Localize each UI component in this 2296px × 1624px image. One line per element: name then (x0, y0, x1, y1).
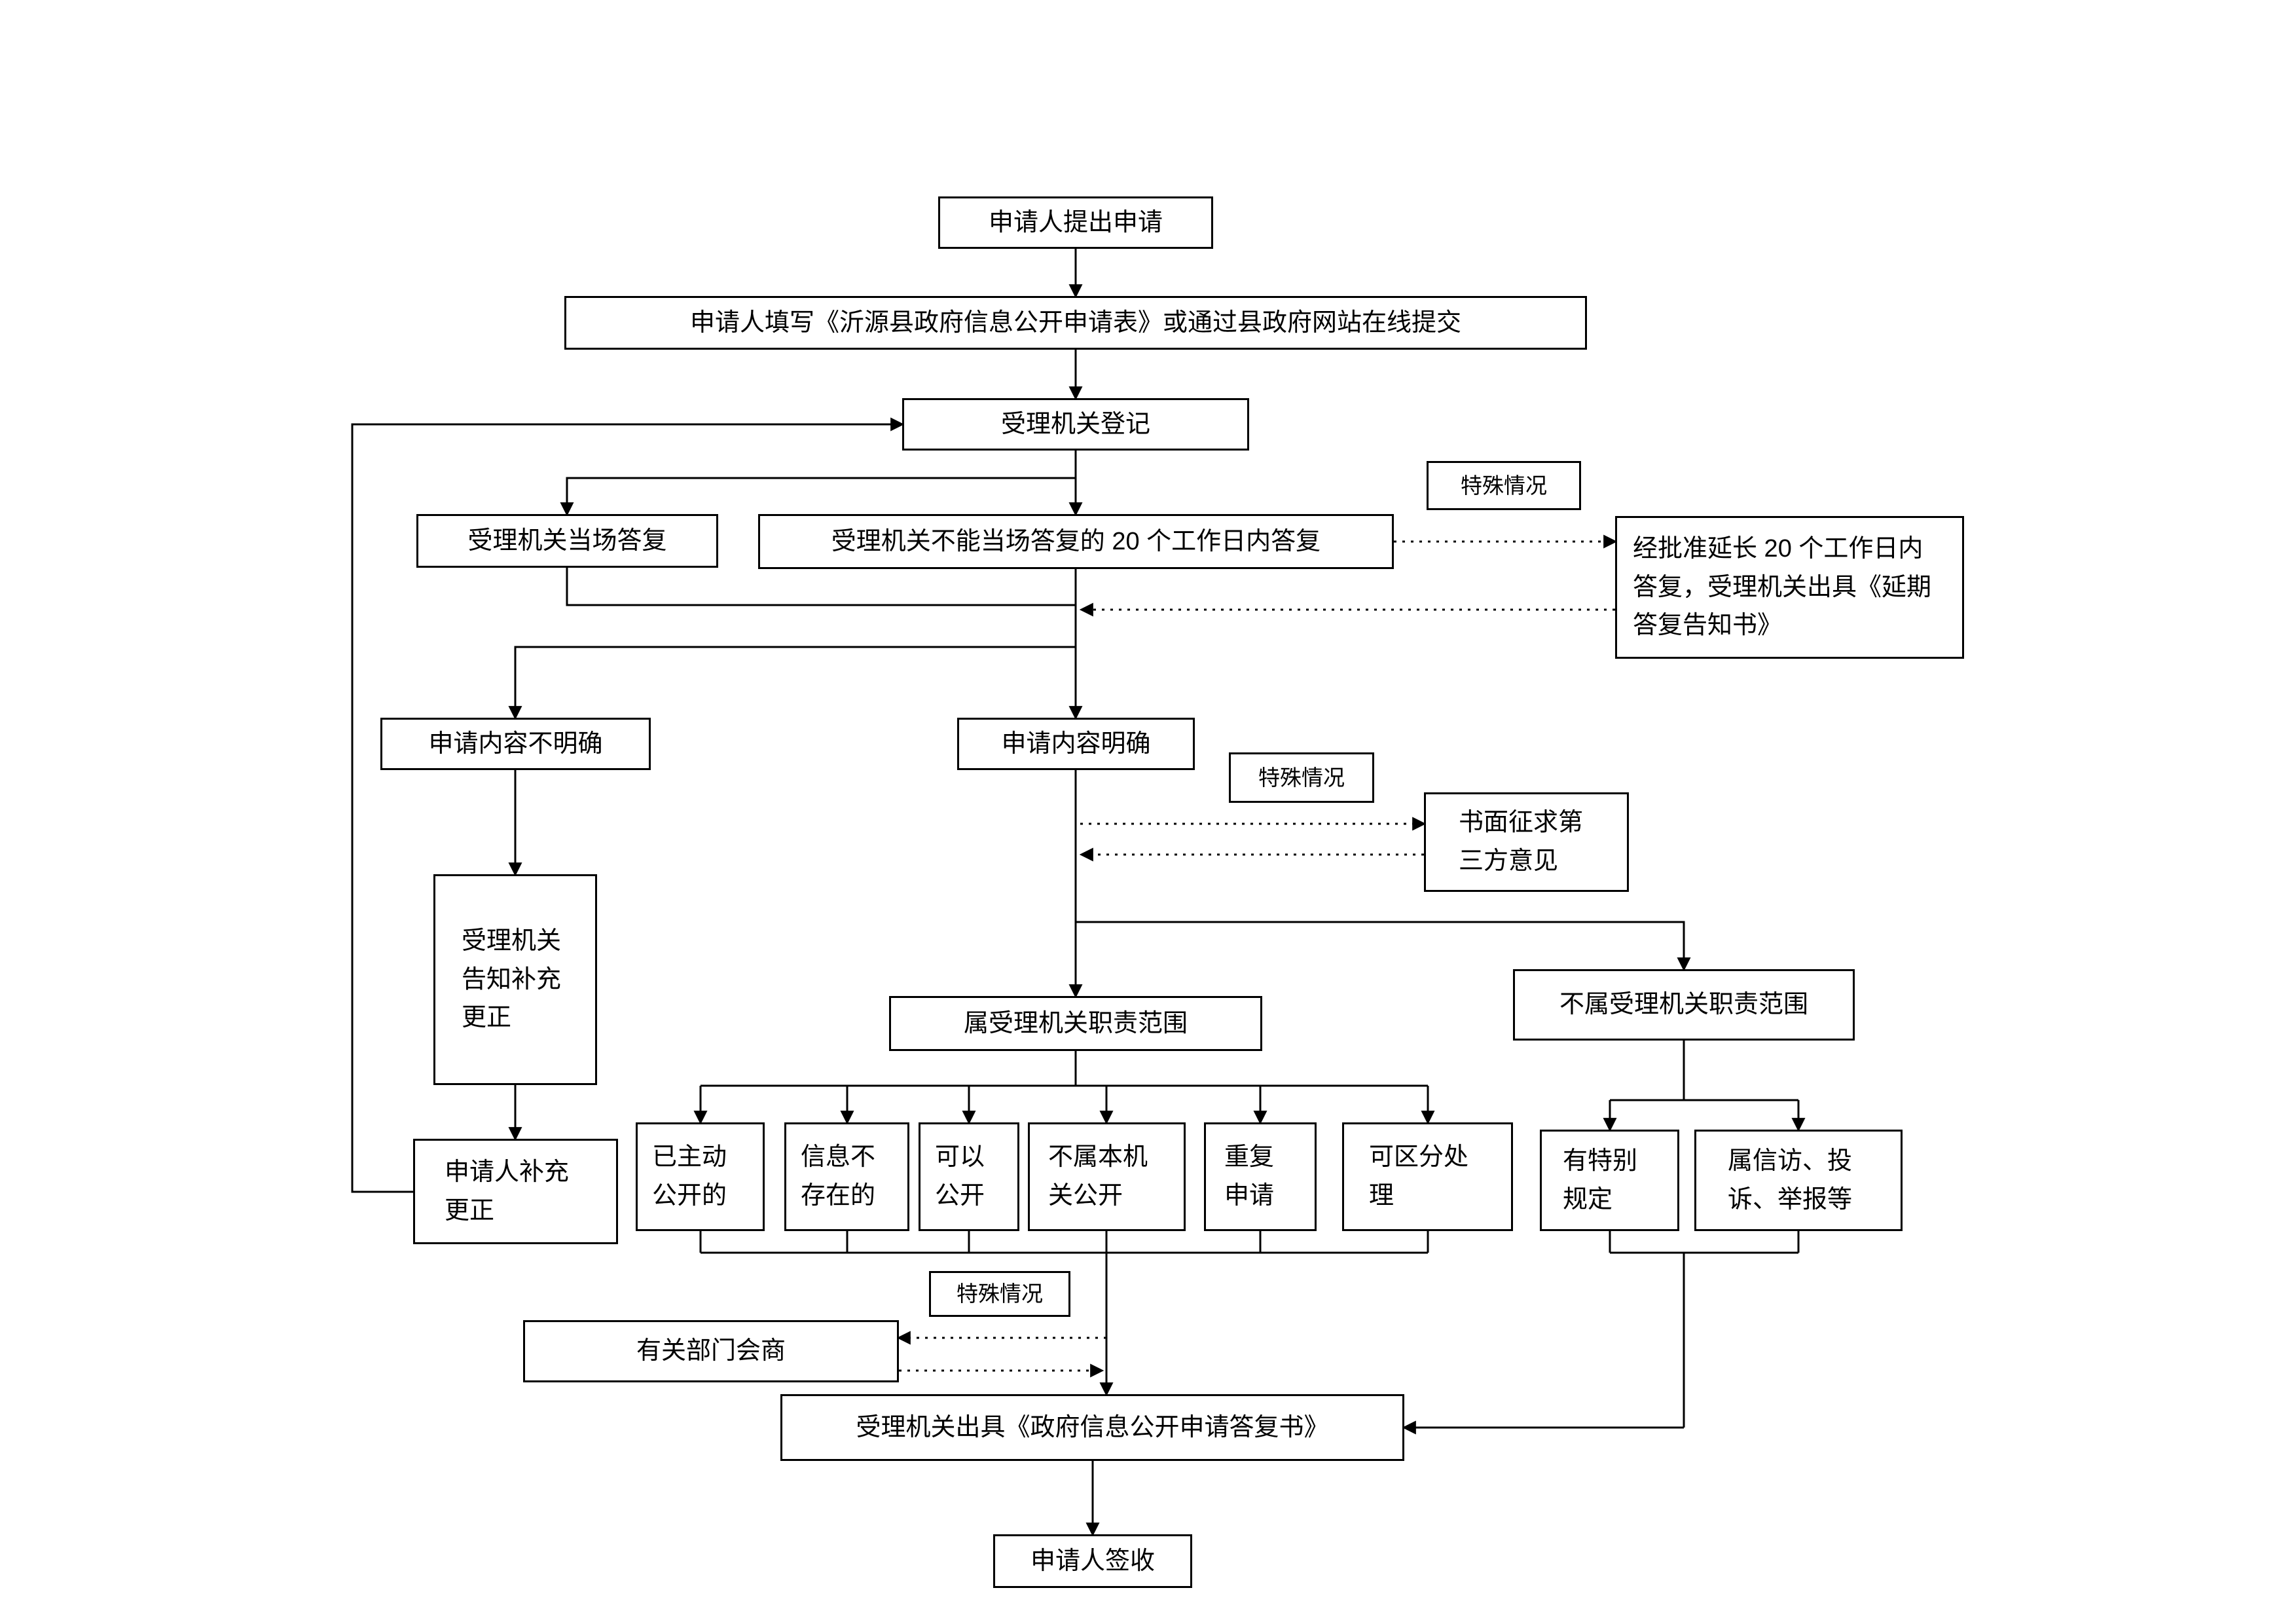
node-department-consult: 有关部门会商 (523, 1320, 899, 1382)
label-special-case-3: 特殊情况 (929, 1271, 1070, 1317)
node-outside-scope: 不属受理机关职责范围 (1513, 969, 1855, 1041)
solid-connectors (351, 249, 1806, 1537)
node-onsite-reply: 受理机关当场答复 (416, 514, 718, 568)
label-special-case-2: 特殊情况 (1229, 752, 1374, 803)
dotted-connectors (896, 534, 1618, 1378)
node-special-provisions: 有特别规定 (1540, 1130, 1679, 1231)
node-separable-handling: 可区分处理 (1342, 1122, 1513, 1231)
node-content-clear: 申请内容明确 (957, 718, 1195, 770)
node-third-party-opinion: 书面征求第三方意见 (1424, 792, 1629, 892)
node-authority-register: 受理机关登记 (902, 398, 1249, 451)
node-repeat-application: 重复申请 (1204, 1122, 1317, 1231)
node-info-not-exist: 信息不存在的 (784, 1122, 909, 1231)
node-applicant-submit: 申请人提出申请 (938, 196, 1213, 249)
node-notify-supplement: 受理机关告知补充更正 (433, 874, 597, 1085)
node-content-unclear: 申请内容不明确 (380, 718, 651, 770)
node-can-disclose: 可以公开 (919, 1122, 1019, 1231)
node-applicant-sign: 申请人签收 (993, 1534, 1192, 1588)
node-already-public: 已主动公开的 (636, 1122, 765, 1231)
node-20-workday-reply: 受理机关不能当场答复的 20 个工作日内答复 (758, 514, 1394, 569)
node-fill-application-form: 申请人填写《沂源县政府信息公开申请表》或通过县政府网站在线提交 (564, 296, 1587, 350)
label-special-case-1: 特殊情况 (1427, 461, 1581, 510)
node-petition-complaint: 属信访、投诉、举报等 (1694, 1130, 1903, 1231)
node-applicant-supplement: 申请人补充更正 (413, 1139, 618, 1244)
node-within-scope: 属受理机关职责范围 (889, 996, 1262, 1051)
node-not-this-authority: 不属本机关公开 (1028, 1122, 1186, 1231)
node-extended-reply-notice: 经批准延长 20 个工作日内答复，受理机关出具《延期答复告知书》 (1615, 516, 1964, 659)
node-reply-document: 受理机关出具《政府信息公开申请答复书》 (780, 1394, 1404, 1461)
